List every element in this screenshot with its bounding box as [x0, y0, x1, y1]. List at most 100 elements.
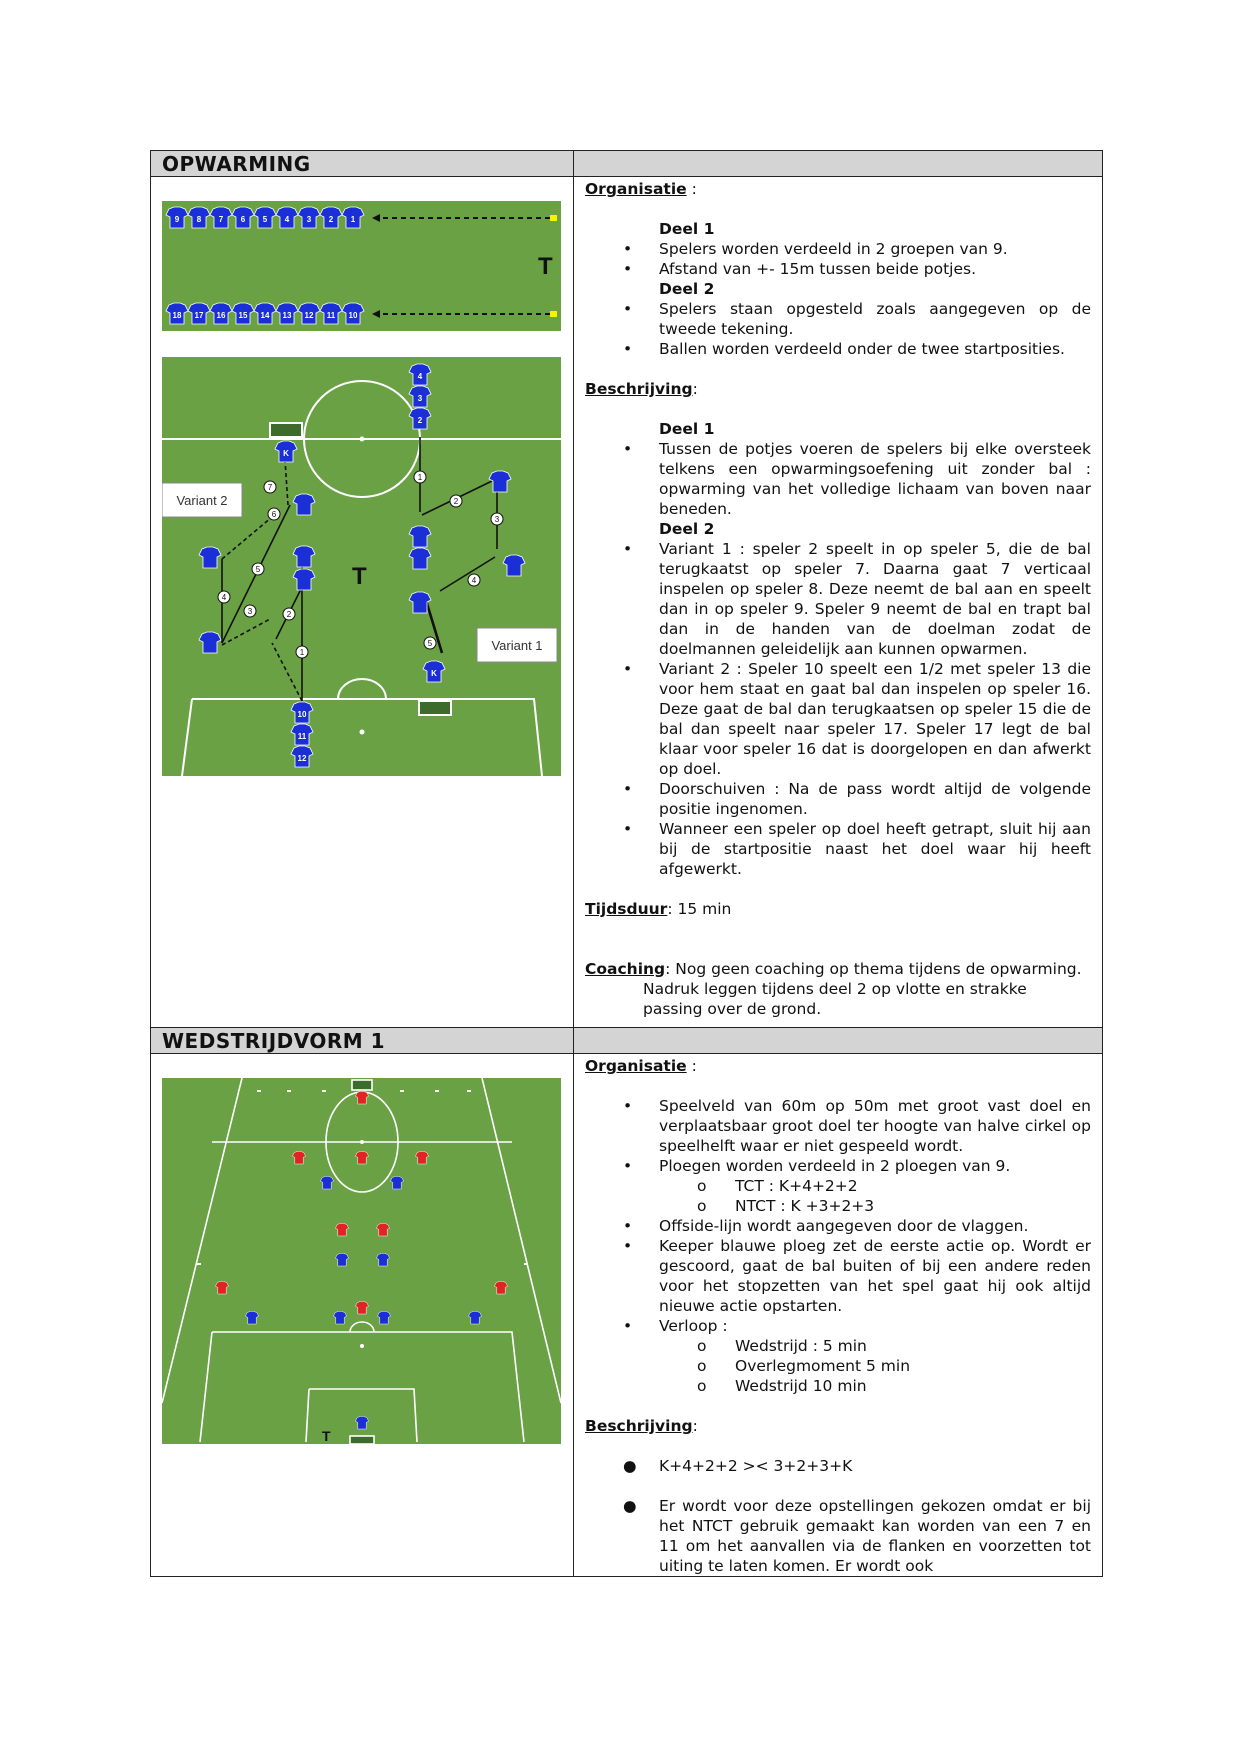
- trainer-label: T: [538, 253, 553, 280]
- player-number: 2: [329, 215, 334, 224]
- match-text-cell: Organisatie : •Speelveld van 60m op 50m …: [573, 1053, 1103, 1577]
- pass-order-marker: 2: [282, 607, 296, 621]
- player-shirt-icon: 2: [408, 407, 432, 430]
- player-shirt-icon: [292, 545, 316, 568]
- player-shirt-icon: [355, 1416, 369, 1430]
- svg-text:5: 5: [256, 565, 261, 574]
- coaching-value: : Nog geen coaching op thema tijdens de …: [643, 960, 1082, 1018]
- player-shirt-icon: 7: [209, 206, 233, 229]
- player-shirt-icon: [376, 1223, 390, 1237]
- player-shirt-icon: 12: [290, 745, 314, 768]
- offside-flag-icon: [287, 1090, 291, 1092]
- match-diagram: T: [162, 1078, 561, 1444]
- player-shirt-icon: 2: [319, 206, 343, 229]
- bullet: •: [623, 1217, 633, 1235]
- player-shirt-icon: 10: [341, 302, 365, 325]
- list-item: •Speelveld van 60m op 50m met groot vast…: [585, 1096, 1091, 1156]
- player-shirt-icon: 3: [297, 206, 321, 229]
- list-item: •Spelers worden verdeeld in 2 groepen va…: [585, 239, 1091, 259]
- player-number: 5: [263, 215, 268, 224]
- figures-cell: T: [150, 1053, 574, 1577]
- svg-text:2: 2: [454, 497, 459, 506]
- player-shirt-icon: [390, 1176, 404, 1190]
- list-item: •Tussen de potjes voeren de spelers bij …: [585, 439, 1091, 519]
- player-number: 11: [298, 732, 307, 741]
- list-item: •Doorschuiven : Na de pass wordt altijd …: [585, 779, 1091, 819]
- pass-order-marker: 6: [267, 507, 281, 521]
- player-shirt-icon: 6: [231, 206, 255, 229]
- sub-bullet: o: [697, 1377, 707, 1395]
- player-number: 18: [173, 311, 182, 320]
- player-number: 3: [307, 215, 312, 224]
- pass-order-marker: 2: [449, 494, 463, 508]
- trainer-label: T: [322, 1428, 331, 1444]
- player-number: K: [283, 449, 289, 458]
- offside-flag-icon: [322, 1090, 326, 1092]
- player-number: 10: [349, 311, 358, 320]
- list-item: •Keeper blauwe ploeg zet de eerste actie…: [585, 1236, 1091, 1316]
- player-shirt-icon: 17: [187, 302, 211, 325]
- player-number: 3: [418, 394, 423, 403]
- player-shirt-icon: [488, 470, 512, 493]
- variant-1-label: Variant 1: [491, 638, 542, 653]
- deel-heading: Deel 1: [659, 420, 715, 438]
- pass-arrow: [271, 642, 303, 702]
- svg-text:5: 5: [428, 639, 433, 648]
- player-shirt-icon: 5: [253, 206, 277, 229]
- player-shirt-icon: 11: [319, 302, 343, 325]
- player-number: 6: [241, 215, 246, 224]
- player-shirt-icon: [494, 1281, 508, 1295]
- player-shirt-icon: 11: [290, 723, 314, 746]
- organisatie-label: Organisatie: [585, 180, 687, 198]
- svg-text:7: 7: [268, 483, 273, 492]
- bullet: •: [623, 780, 633, 798]
- sub-bullet: o: [697, 1337, 707, 1355]
- player-number: 16: [217, 311, 226, 320]
- pass-order-marker: 5: [251, 562, 265, 576]
- player-shirt-icon: [408, 525, 432, 548]
- list-item: •Spelers staan opgesteld zoals aangegeve…: [585, 299, 1091, 339]
- pass-order-marker: 4: [467, 573, 481, 587]
- player-shirt-icon: 1: [341, 206, 365, 229]
- bullet: •: [623, 540, 633, 558]
- warmup-text-cell: Organisatie : Deel 1 •Spelers worden ver…: [573, 176, 1103, 1028]
- svg-text:1: 1: [300, 648, 305, 657]
- player-shirt-icon: K: [274, 440, 298, 463]
- player-number: 2: [418, 416, 423, 425]
- player-shirt-icon: 8: [187, 206, 211, 229]
- player-number: K: [431, 669, 437, 678]
- offside-flag-icon: [257, 1090, 261, 1092]
- list-item: •Ballen worden verdeeld onder de twee st…: [585, 339, 1091, 359]
- offside-flag-icon: [197, 1263, 201, 1265]
- bullet: •: [623, 260, 633, 278]
- tijdsduur-label: Tijdsduur: [585, 900, 668, 918]
- bullet: •: [623, 240, 633, 258]
- player-shirt-icon: [320, 1176, 334, 1190]
- beschrijving-label: Beschrijving: [585, 1417, 693, 1435]
- player-shirt-icon: [333, 1311, 347, 1325]
- sub-bullet: o: [697, 1197, 707, 1215]
- list-item: •Variant 2 : Speler 10 speelt een 1/2 me…: [585, 659, 1091, 779]
- list-item: •Offside-lijn wordt aangegeven door de v…: [585, 1216, 1091, 1236]
- pass-arrow: [423, 596, 444, 654]
- player-number: 17: [195, 311, 204, 320]
- player-shirt-icon: 3: [408, 385, 432, 408]
- section-header-opwarming: OPWARMING: [150, 150, 1103, 177]
- list-item: •Variant 1 : speler 2 speelt in op spele…: [585, 539, 1091, 659]
- bullet: •: [623, 1097, 633, 1115]
- svg-text:3: 3: [495, 515, 500, 524]
- pass-order-marker: 5: [423, 636, 437, 650]
- player-shirt-icon: [335, 1253, 349, 1267]
- coaching-label: Coaching: [585, 960, 666, 978]
- pass-arrow: [221, 516, 273, 560]
- offside-flag-icon: [467, 1090, 471, 1092]
- player-shirt-icon: 13: [275, 302, 299, 325]
- player-number: 1: [351, 215, 356, 224]
- list-item: •Wanneer een speler op doel heeft getrap…: [585, 819, 1091, 879]
- bullet: ●: [623, 1457, 637, 1475]
